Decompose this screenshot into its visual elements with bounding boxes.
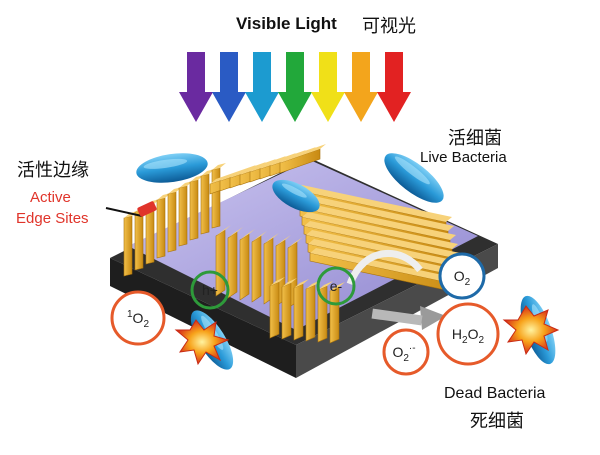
plate-left-6 xyxy=(189,175,204,241)
reaction-arrow-shaft xyxy=(371,308,423,326)
hydrogen-peroxide-label: H2O2 xyxy=(452,326,485,346)
dead-bacteria-label-zh: 死细菌 xyxy=(470,411,524,432)
damage-burst-left xyxy=(174,319,230,366)
plate-left-3 xyxy=(156,193,171,259)
singlet-oxygen-label: 1O2 xyxy=(127,309,149,330)
active-edge-pointer xyxy=(105,207,143,217)
hole-label: h+ xyxy=(202,282,218,298)
dead-bacteria-label: Dead Bacteria xyxy=(444,385,546,402)
superoxide-marker: O2·- xyxy=(382,328,430,376)
oxygen-marker: O2 xyxy=(438,252,486,300)
light-arrow-blue xyxy=(212,52,246,122)
active-edge-label-line1: Active xyxy=(30,189,71,206)
live-bacterium-right xyxy=(384,153,444,203)
damage-burst-right xyxy=(502,305,560,356)
superoxide-label: O2·- xyxy=(392,343,415,364)
live-bacterium-left xyxy=(136,153,208,183)
light-arrow-yellow xyxy=(311,52,345,122)
light-arrow-cyan xyxy=(245,52,279,122)
visible-light-arrows xyxy=(179,52,411,122)
platform-lavender-layer xyxy=(128,160,478,330)
hydrogen-peroxide-marker: H2O2 xyxy=(436,302,500,366)
electron-label: e- xyxy=(330,278,343,294)
oxygen-label: O2 xyxy=(454,268,471,288)
live-bacteria-label-zh: 活细菌 xyxy=(448,128,502,149)
active-edge-marker xyxy=(137,201,157,217)
electron-marker: e- xyxy=(316,266,356,306)
visible-light-title: Visible Light xyxy=(236,14,337,33)
active-edge-label-zh: 活性边缘 xyxy=(17,160,89,181)
singlet-oxygen-marker: 1O2 xyxy=(110,290,166,346)
plate-left-7 xyxy=(200,169,215,235)
hole-marker: h+ xyxy=(190,270,230,310)
live-bacterium-center xyxy=(272,179,320,213)
plate-front-2 xyxy=(293,279,309,341)
light-arrow-green xyxy=(278,52,312,122)
plate-left-5 xyxy=(178,181,193,247)
nanosheet-plates xyxy=(123,144,466,344)
light-arrow-violet xyxy=(179,52,213,122)
light-arrow-orange xyxy=(344,52,378,122)
visible-light-title-zh: 可视光 xyxy=(362,16,416,37)
light-arrow-red xyxy=(377,52,411,122)
plate-center-1 xyxy=(227,227,243,299)
plate-front-0 xyxy=(269,277,285,339)
live-bacteria-label: Live Bacteria xyxy=(420,149,507,166)
plate-front-1 xyxy=(281,278,297,340)
reaction-arrow-head xyxy=(420,306,446,330)
plate-center-3 xyxy=(251,231,267,303)
plate-upper-7 xyxy=(279,144,326,174)
active-edge-label-line2: Edge Sites xyxy=(16,210,89,227)
plate-center-2 xyxy=(239,229,255,301)
plate-front-5 xyxy=(329,282,345,344)
plate-left-4 xyxy=(167,187,182,253)
electron-transfer-arrow xyxy=(346,249,423,286)
